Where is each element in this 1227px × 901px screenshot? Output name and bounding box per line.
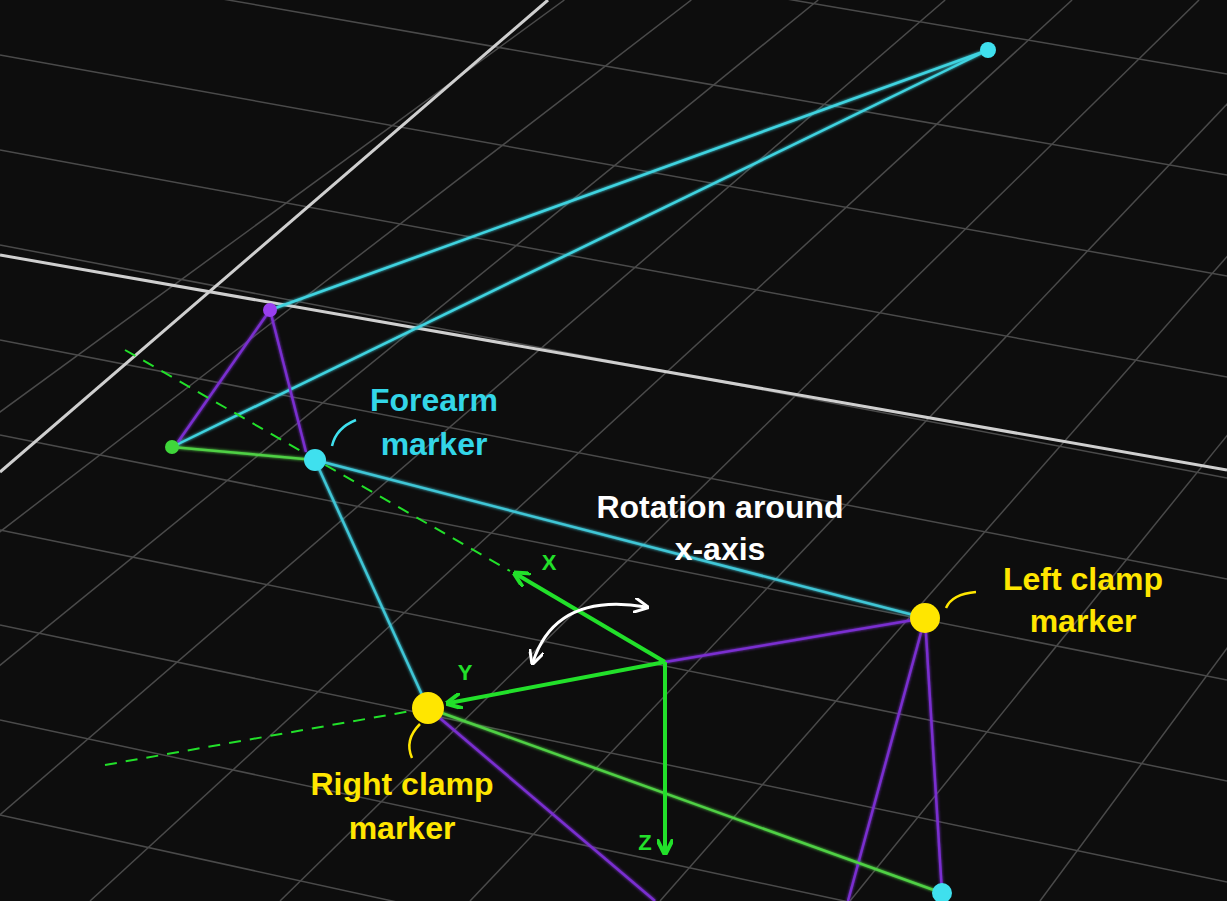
segment-line [428, 708, 942, 893]
grid-line [660, 0, 1227, 901]
grid-line [0, 720, 1227, 901]
grid-line [0, 0, 564, 901]
grid-line [0, 815, 1227, 901]
rotation-arrow [533, 604, 646, 662]
y-axis-arrow [449, 662, 665, 703]
leader-line [946, 592, 976, 608]
grid-line [0, 435, 1227, 680]
grid-line [0, 0, 1227, 74]
x-axis-arrow [516, 574, 665, 662]
segment-line [428, 708, 655, 901]
grid-line [0, 150, 1227, 377]
segment-line [270, 310, 306, 452]
grid-line [90, 0, 1072, 901]
dashed-axis [105, 708, 428, 765]
axis-letter: X [536, 550, 562, 576]
grid-line [850, 0, 1227, 901]
segment-line [270, 50, 988, 310]
segment-line [848, 618, 925, 901]
marker-label: Right clamp marker [282, 762, 522, 850]
segment-line [172, 50, 988, 447]
segment-line [665, 618, 925, 662]
leader-line [332, 420, 356, 446]
leader-line [409, 724, 420, 758]
rotation-label: Rotation around x-axis [588, 486, 852, 570]
marker-label: Forearm marker [336, 378, 532, 466]
axis-letter: Z [632, 830, 658, 856]
marker-dot [165, 440, 179, 454]
segment-line [172, 447, 315, 460]
segment-line [925, 618, 942, 893]
grid-line [0, 0, 945, 901]
right-clamp-marker [412, 692, 444, 724]
grid-line [0, 340, 1227, 579]
axis-line [0, 255, 1227, 470]
forearm-marker [304, 449, 326, 471]
segment-line [315, 460, 925, 618]
left-clamp-marker [910, 603, 940, 633]
marker-label: Left clamp marker [980, 558, 1186, 642]
marker-dot [980, 42, 996, 58]
marker-dot [932, 883, 952, 901]
grid-line [1040, 0, 1227, 901]
segment-line [315, 460, 428, 708]
axis-line [0, 0, 548, 472]
grid-line [280, 0, 1199, 901]
grid-line [0, 245, 1227, 478]
axis-letter: Y [452, 660, 478, 686]
z-axis-arrow [663, 662, 667, 852]
marker-dot [263, 303, 277, 317]
segment-line [178, 310, 270, 442]
grid-line [0, 0, 818, 901]
